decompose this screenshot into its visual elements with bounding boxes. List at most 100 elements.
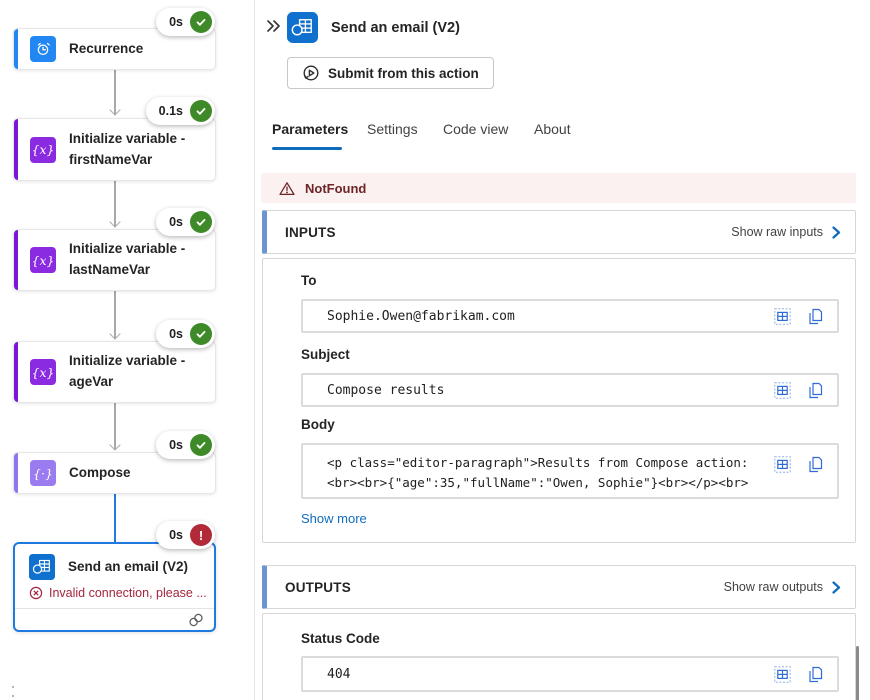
action-details-panel: Send an email (V2) Submit from this acti… [256, 0, 870, 700]
flow-node-compose[interactable]: {·} Compose [13, 452, 216, 494]
compose-icon: {·} [30, 460, 56, 486]
duration-label: 0s [169, 528, 183, 542]
outlook-icon [29, 554, 55, 580]
canvas-dot [12, 686, 14, 688]
node-accent [14, 119, 18, 180]
resubmit-icon [303, 65, 319, 81]
status-badge[interactable]: 0s [156, 8, 215, 36]
field-status-code: 404 [301, 656, 839, 692]
view-as-table-icon[interactable] [774, 456, 791, 473]
success-check-icon [190, 100, 212, 122]
copy-icon[interactable] [807, 456, 824, 473]
tab-code-view[interactable]: Code view [443, 121, 509, 137]
submit-from-action-button[interactable]: Submit from this action [287, 57, 494, 89]
success-check-icon [190, 323, 212, 345]
node-accent [14, 453, 18, 493]
outputs-heading: OUTPUTS [285, 579, 351, 595]
canvas-dot [12, 695, 14, 697]
connector-selected [114, 494, 116, 542]
field-to: Sophie.Owen@fabrikam.com [301, 299, 839, 333]
status-badge[interactable]: 0s ! [156, 521, 215, 549]
error-circle-x-icon [29, 586, 43, 600]
node-error-row: Invalid connection, please ... [15, 580, 214, 608]
duration-label: 0.1s [158, 104, 183, 118]
status-badge[interactable]: 0s [156, 208, 215, 236]
tab-about[interactable]: About [534, 121, 571, 137]
field-to-value: Sophie.Owen@fabrikam.com [327, 308, 515, 324]
status-badge[interactable]: 0s [156, 320, 215, 348]
node-accent [14, 29, 18, 69]
show-raw-outputs-label: Show raw outputs [723, 580, 823, 594]
copy-icon[interactable] [807, 666, 824, 683]
active-tab-indicator [272, 147, 342, 150]
success-check-icon [190, 211, 212, 233]
node-accent [14, 342, 18, 402]
submit-button-label: Submit from this action [328, 65, 479, 81]
status-badge[interactable]: 0s [156, 431, 215, 459]
connector-arrow [114, 291, 116, 338]
duration-label: 0s [169, 327, 183, 341]
connector-arrow [114, 181, 116, 226]
outlook-icon [287, 12, 318, 43]
node-label: Recurrence [69, 40, 144, 56]
outputs-section-body: Status Code 404 [262, 613, 856, 700]
success-check-icon [190, 434, 212, 456]
inputs-section-header: INPUTS Show raw inputs [262, 210, 856, 254]
variable-icon: {x} [30, 359, 56, 385]
field-subject: Compose results [301, 373, 839, 407]
field-label-subject: Subject [301, 347, 350, 362]
field-label-body: Body [301, 417, 335, 432]
node-label: Initialize variable - lastNameVar [69, 241, 186, 277]
workflow-canvas[interactable]: Recurrence 0s {x} Initialize variable - … [0, 0, 255, 700]
warning-triangle-icon [279, 181, 295, 195]
view-as-table-icon[interactable] [774, 307, 791, 325]
field-subject-value: Compose results [327, 382, 445, 398]
status-badge[interactable]: 0.1s [145, 97, 215, 125]
flow-node-initialize-firstnamevar[interactable]: {x} Initialize variable - firstNameVar [13, 118, 216, 181]
recurrence-icon [30, 36, 56, 62]
field-body: <p class="editor-paragraph">Results from… [301, 443, 839, 499]
scrollbar[interactable] [856, 646, 859, 700]
banner-message: NotFound [305, 180, 367, 196]
field-body-value: <p class="editor-paragraph">Results from… [327, 455, 749, 490]
tab-settings[interactable]: Settings [367, 121, 418, 137]
field-label-to: To [301, 273, 317, 288]
view-as-table-icon[interactable] [774, 381, 791, 399]
connector-arrow [114, 70, 116, 114]
show-raw-inputs-label: Show raw inputs [731, 225, 823, 239]
flow-node-initialize-agevar[interactable]: {x} Initialize variable - ageVar [13, 341, 216, 403]
variable-icon: {x} [30, 136, 56, 163]
node-label: Initialize variable - firstNameVar [69, 130, 186, 167]
double-chevron-right-icon [267, 20, 280, 32]
connection-icon[interactable] [188, 612, 204, 628]
view-as-table-icon[interactable] [774, 665, 791, 683]
field-label-status-code: Status Code [301, 631, 380, 646]
flow-node-initialize-lastnamevar[interactable]: {x} Initialize variable - lastNameVar [13, 229, 216, 291]
duration-label: 0s [169, 438, 183, 452]
duration-label: 0s [169, 15, 183, 29]
node-label: Compose [69, 464, 131, 480]
error-badge-icon: ! [190, 524, 212, 546]
error-banner: NotFound [261, 173, 856, 203]
variable-icon: {x} [30, 247, 56, 273]
tab-parameters[interactable]: Parameters [272, 121, 349, 137]
show-raw-inputs-link[interactable]: Show raw inputs [731, 225, 841, 239]
flow-node-send-email[interactable]: Send an email (V2) Invalid connection, p… [13, 542, 216, 632]
outputs-section-header: OUTPUTS Show raw outputs [262, 565, 856, 609]
inputs-heading: INPUTS [285, 224, 336, 240]
chevron-right-icon [832, 225, 841, 239]
connector-arrow [114, 403, 116, 449]
page-title: Send an email (V2) [331, 20, 460, 36]
node-label: Send an email (V2) [68, 558, 189, 574]
field-status-code-value: 404 [327, 666, 351, 682]
node-label: Initialize variable - ageVar [69, 353, 186, 389]
show-more-link[interactable]: Show more [301, 511, 367, 526]
duration-label: 0s [169, 215, 183, 229]
show-raw-outputs-link[interactable]: Show raw outputs [724, 580, 841, 594]
copy-icon[interactable] [807, 308, 824, 325]
chevron-right-icon [832, 580, 841, 594]
collapse-panel-button[interactable] [262, 15, 284, 37]
node-error-message: Invalid connection, please ... [49, 586, 207, 600]
copy-icon[interactable] [807, 382, 824, 399]
